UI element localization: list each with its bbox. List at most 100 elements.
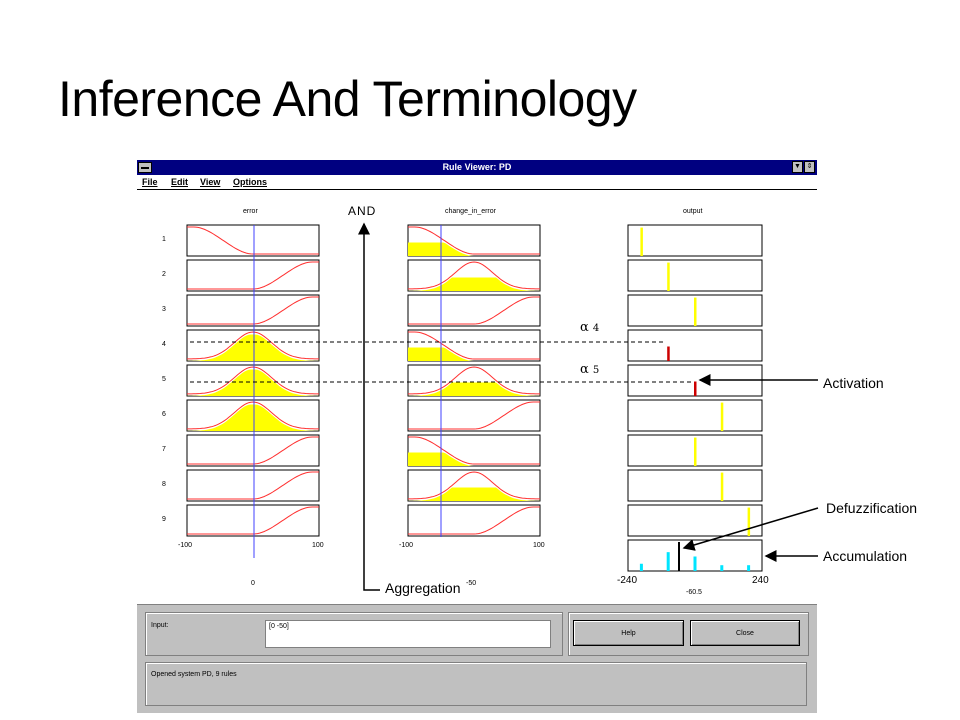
output-max-tick: 240	[752, 575, 769, 586]
and-label: AND	[348, 204, 377, 218]
error-max-tick: 100	[312, 542, 324, 549]
alpha-5-label: α 5	[580, 362, 599, 377]
aggregation-label: Aggregation	[385, 580, 461, 596]
output-plot-8	[627, 469, 763, 502]
row-label-8: 8	[162, 481, 166, 488]
aggregate-spike-3	[693, 556, 697, 571]
output-spike-6	[720, 402, 724, 431]
restore-icon[interactable]: ⇕	[804, 161, 815, 173]
row-label-9: 9	[162, 516, 166, 523]
error-curve-7	[187, 436, 319, 465]
alpha-4-label: α 4	[580, 320, 599, 335]
menu-file[interactable]: File	[142, 177, 158, 187]
row-label-5: 5	[162, 376, 166, 383]
output-plot-6	[627, 399, 763, 432]
cie-plot-9	[407, 504, 541, 537]
error-fill-4	[187, 334, 319, 361]
row-label-2: 2	[162, 271, 166, 278]
slide-title: Inference And Terminology	[58, 71, 637, 127]
output-spike-7	[694, 437, 697, 466]
aggregate-spike-2	[666, 552, 670, 571]
defuzz-line	[678, 542, 680, 571]
output-plot-1	[627, 224, 763, 257]
output-spike-8	[720, 472, 724, 501]
row-label-1: 1	[162, 236, 166, 243]
row-label-7: 7	[162, 446, 166, 453]
error-plot-7	[186, 434, 320, 467]
cie-curve-1	[408, 226, 540, 255]
error-curve-3	[187, 296, 319, 325]
error-plot-2	[186, 259, 320, 292]
col-header-output: output	[683, 208, 703, 215]
close-button[interactable]: Close	[690, 620, 800, 646]
window-title: Rule Viewer: PD	[442, 162, 512, 172]
row-label-4: 4	[162, 341, 166, 348]
cie-curve-6	[408, 401, 540, 430]
cie-plot-6	[407, 399, 541, 432]
menu-edit[interactable]: Edit	[171, 177, 188, 187]
menu-options[interactable]: Options	[233, 177, 267, 187]
cie-curve-7	[408, 436, 540, 465]
error-curve-9	[187, 506, 319, 535]
output-spike-2	[667, 262, 670, 291]
error-plot-9	[186, 504, 320, 537]
cie-curve-3	[408, 296, 540, 325]
cie-curve-4	[408, 331, 540, 360]
cie-value: -50	[466, 580, 477, 587]
output-spike-1	[640, 227, 643, 256]
error-curve-1	[187, 226, 319, 255]
menu-bar: File Edit View Options	[137, 175, 817, 190]
defuzzification-label: Defuzzification	[826, 500, 918, 516]
row-label-6: 6	[162, 411, 166, 418]
alpha-4-subscript: 4	[592, 323, 600, 334]
window-titlebar: Rule Viewer: PD	[137, 160, 817, 175]
row-label-3: 3	[162, 306, 166, 313]
input-field[interactable]: [0 -50]	[265, 620, 551, 648]
rule-viewer-window: Rule Viewer: PD ▼ ⇕ File Edit View Optio…	[137, 160, 817, 712]
cie-curve-9	[408, 506, 540, 535]
status-bar: Opened system PD, 9 rules	[145, 662, 807, 706]
error-fill-5	[187, 369, 319, 396]
defuzzification-arrow	[682, 507, 819, 551]
aggregate-spike-4	[720, 565, 724, 571]
aggregate-spike-5	[747, 565, 751, 571]
cie-curve-2	[408, 261, 540, 290]
accumulation-label: Accumulation	[823, 548, 908, 564]
output-plot-2	[627, 259, 763, 292]
alpha-4-symbol: α	[580, 320, 589, 335]
aggregate-spike-1	[639, 563, 643, 571]
col-header-error: error	[243, 208, 258, 215]
system-menu-icon[interactable]	[138, 162, 152, 173]
error-fill-6	[187, 404, 319, 431]
cie-max-tick: 100	[533, 542, 545, 549]
aggregation-arrow	[358, 222, 380, 591]
output-spike-3	[694, 297, 697, 326]
alpha-5-symbol: α	[580, 362, 589, 377]
cie-curve-8	[408, 471, 540, 500]
error-curve-2	[187, 261, 319, 290]
output-value: -60.5	[686, 589, 702, 596]
error-curve-4	[187, 331, 319, 360]
cie-plot-3	[407, 294, 541, 327]
error-curve-5	[187, 366, 319, 395]
output-spike-5	[694, 381, 697, 396]
error-plot-1	[186, 224, 320, 257]
output-spike-9	[747, 507, 751, 536]
error-plot-8	[186, 469, 320, 502]
error-min-tick: -100	[178, 542, 193, 549]
cie-curve-5	[408, 366, 540, 395]
error-value: 0	[251, 580, 255, 587]
alpha-5-subscript: 5	[592, 365, 600, 376]
cie-min-tick: -100	[399, 542, 414, 549]
error-plot-3	[186, 294, 320, 327]
minimize-icon[interactable]: ▼	[792, 161, 803, 173]
input-label: Input:	[151, 622, 169, 629]
error-curve-8	[187, 471, 319, 500]
help-button[interactable]: Help	[573, 620, 684, 646]
menu-view[interactable]: View	[200, 177, 221, 187]
col-header-change-in-error: change_in_error	[445, 208, 496, 215]
output-plot-4	[627, 329, 763, 362]
output-spike-4	[667, 346, 670, 361]
error-curve-6	[187, 401, 319, 430]
